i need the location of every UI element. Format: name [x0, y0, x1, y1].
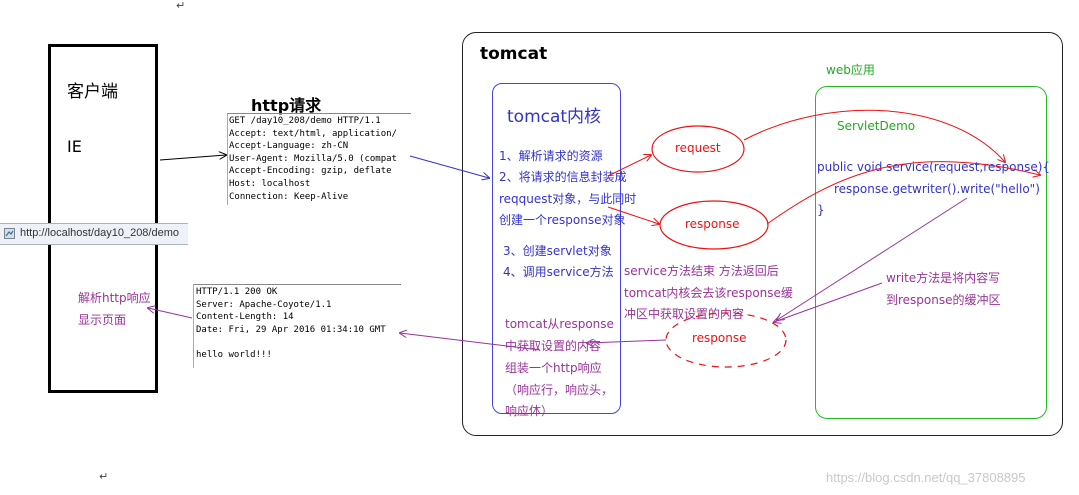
client-parse-line1: 解析http响应	[78, 291, 151, 305]
request-ellipse	[651, 125, 745, 173]
tomcat-step: 2、将请求的信息封装成	[499, 170, 627, 184]
client-browser: IE	[67, 137, 82, 156]
tomcat-step: 1、解析请求的资源	[499, 149, 603, 163]
arrow-request-to-tomcat	[409, 155, 489, 178]
http-response-line: Server: Apache-Coyote/1.1	[196, 299, 332, 310]
service-note-line: tomcat内核会去该response缓	[624, 286, 793, 300]
tomcat-assemble-line: tomcat从response	[505, 317, 614, 331]
arrow-client-to-request	[159, 155, 226, 161]
http-response-line: Content-Length: 14	[196, 312, 294, 323]
write-note-line: write方法是将内容写	[886, 271, 1001, 285]
tomcat-step: 创建一个response对象	[499, 213, 626, 227]
address-url[interactable]: http://localhost/day10_208/demo	[20, 227, 180, 239]
tomcat-step: 4、调用service方法	[503, 265, 614, 279]
arrow-request-to-service	[743, 109, 1005, 162]
client-parse-line2: 显示页面	[78, 313, 127, 327]
http-request-line: User-Agent: Mozilla/5.0 (compat	[229, 153, 397, 164]
address-bar[interactable]: http://localhost/day10_208/demo	[0, 223, 188, 245]
tomcat-step: reqquest对象，与此同时	[499, 192, 637, 206]
http-request-line: GET /day10_208/demo HTTP/1.1	[229, 116, 381, 126]
http-request-line: Host: localhost	[229, 178, 311, 189]
http-response-line: Date: Fri, 29 Apr 2016 01:34:10 GMT	[196, 324, 386, 335]
tomcat-assemble-line: （响应行，响应头，	[505, 383, 614, 397]
http-response-block: HTTP/1.1 200 OK Server: Apache-Coyote/1.…	[193, 284, 401, 368]
tomcat-kernel-box	[492, 83, 621, 414]
http-request-line: Accept-Language: zh-CN	[229, 141, 349, 152]
service-note-line: service方法结束 方法返回后	[624, 264, 779, 278]
tomcat-assemble-line: 中获取设置的内容	[505, 339, 602, 353]
http-request-line: Accept-Encoding: gzip, deflate	[229, 166, 392, 177]
tomcat-step: 3、创建servlet对象	[503, 244, 612, 258]
page-icon	[4, 228, 15, 239]
write-note-line: 到response的缓冲区	[886, 293, 1001, 307]
arrow-kernel-to-response	[607, 206, 659, 224]
http-response-line: hello world!!!	[196, 349, 272, 360]
cursor-mark-top: ↵	[176, 0, 186, 12]
request-ellipse-label: request	[675, 141, 721, 155]
tomcat-container	[462, 32, 1063, 436]
arrow-kernel-to-response-block	[400, 333, 541, 351]
servlet-code-line: response.getwriter().write("hello")	[834, 182, 1040, 196]
tomcat-assemble-line: 组装一个http响应	[505, 361, 602, 375]
watermark: https://blog.csdn.net/qq_37808895	[826, 470, 1026, 485]
service-note-line: 冲区中获取设置的内容	[624, 307, 745, 321]
client-box	[48, 44, 158, 393]
web-app-box	[815, 86, 1047, 419]
http-request-line: Accept: text/html, application/	[229, 128, 397, 139]
response-ellipse-label: response	[685, 217, 740, 231]
arrow-response-to-client	[148, 308, 193, 319]
arrow-response-to-service	[766, 161, 1040, 225]
http-request-block: GET /day10_208/demo HTTP/1.1 Accept: tex…	[227, 113, 411, 205]
tomcat-label: tomcat	[480, 44, 548, 64]
tomcat-assemble-line: 响应体）	[505, 404, 554, 418]
cursor-mark-bottom: ↵	[99, 470, 109, 483]
http-request-title: http请求	[251, 96, 322, 115]
arrow-buffer-to-kernel	[587, 340, 667, 343]
arrow-kernel-to-request	[607, 155, 651, 177]
tomcat-kernel-title: tomcat内核	[507, 107, 602, 127]
arrow-write-to-buffer	[777, 197, 968, 320]
http-response-line: HTTP/1.1 200 OK	[196, 287, 278, 297]
client-title: 客户端	[67, 82, 118, 102]
servlet-code-line: public void service(request,response){	[817, 160, 1051, 174]
servlet-name: ServletDemo	[837, 119, 916, 133]
response-buffer-label: response	[692, 331, 747, 345]
http-request-line: Connection: Keep-Alive	[229, 191, 349, 202]
response-buffer-ellipse	[665, 312, 787, 368]
arrow-note-to-buffer	[774, 282, 883, 322]
web-app-label: web应用	[826, 63, 875, 77]
servlet-code-line: }	[817, 203, 825, 217]
